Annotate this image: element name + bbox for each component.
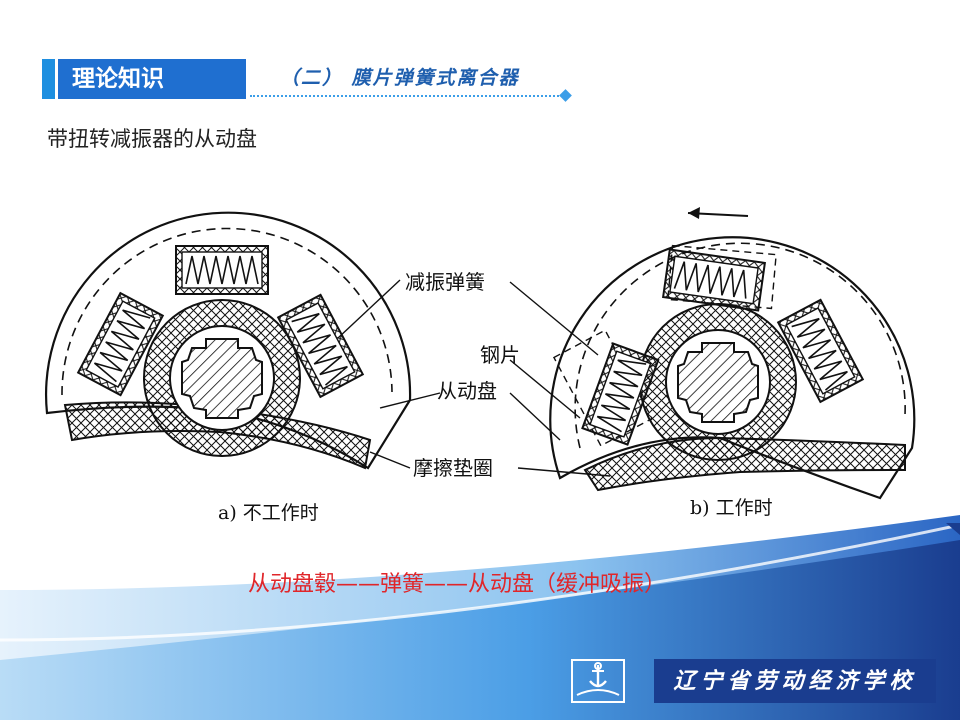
header-accent-bar: [42, 59, 55, 99]
caption-b: b) 工作时: [690, 497, 773, 519]
label-steel-plate: 钢片: [480, 343, 520, 367]
school-name: 辽宁省劳动经济学校: [654, 659, 936, 703]
spring-a-right: [276, 293, 365, 399]
header-divider: [250, 95, 566, 97]
label-friction-lining: 摩擦垫圈: [413, 456, 493, 480]
spring-b-right: [776, 298, 865, 404]
label-driven-disc: 从动盘: [437, 379, 497, 403]
spring-a-left: [76, 291, 165, 397]
caption-a: a) 不工作时: [218, 502, 319, 524]
disc-a-not-working: [45, 211, 412, 470]
flow-caption: 从动盘毂——弹簧——从动盘（缓冲吸振）: [248, 572, 667, 597]
school-logo-icon: [571, 659, 625, 703]
section-label: 理论知识: [58, 59, 246, 99]
slide-subtitle: 带扭转减振器的从动盘: [47, 127, 257, 151]
spring-a-top: [175, 245, 269, 295]
label-damper-spring: 减振弹簧: [405, 270, 485, 294]
disc-b-working: [549, 207, 916, 500]
topic-title: （二） 膜片弹簧式离合器: [280, 67, 520, 89]
leader-lines: [337, 279, 611, 477]
spring-b-left: [581, 342, 660, 446]
spring-b-top: [661, 248, 767, 312]
